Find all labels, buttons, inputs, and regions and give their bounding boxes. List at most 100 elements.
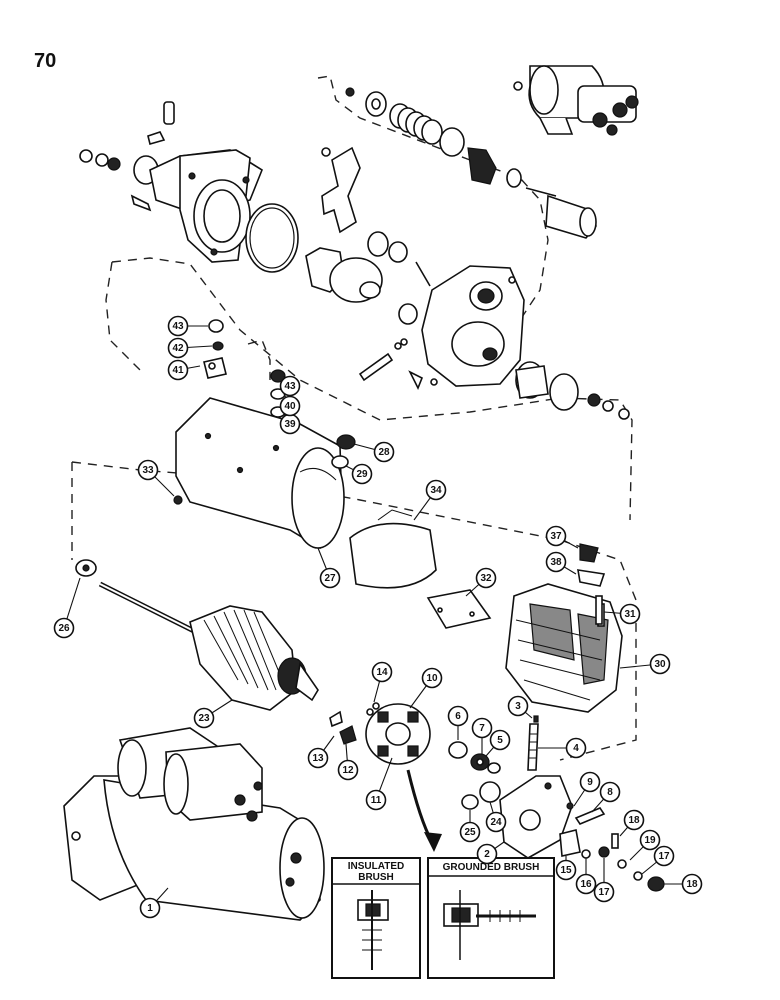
callout-circle xyxy=(489,729,511,751)
callout-circle xyxy=(476,843,498,865)
callout-number: 18 xyxy=(686,879,698,890)
page-number: 70 xyxy=(34,50,57,72)
callout-circle xyxy=(593,881,615,903)
callout-3: 3 xyxy=(507,695,529,717)
brush-holder-plate xyxy=(365,703,431,765)
seal xyxy=(487,762,501,774)
bearing-set xyxy=(515,361,630,420)
o-ring xyxy=(245,203,299,273)
bushing xyxy=(479,781,501,803)
callout-number: 43 xyxy=(284,381,296,392)
callout-number: 38 xyxy=(550,557,562,568)
callout-number: 27 xyxy=(324,573,336,584)
callout-29: 29 xyxy=(351,463,373,485)
callout-number: 7 xyxy=(479,723,485,734)
center-housing xyxy=(358,265,525,390)
callout-circle xyxy=(139,897,161,919)
callout-43: 43 xyxy=(279,375,301,397)
callout-number: 8 xyxy=(607,787,613,798)
arrow-head xyxy=(424,832,442,852)
commutator-end-plug xyxy=(448,741,468,759)
callout-number: 4 xyxy=(573,743,579,754)
callout-31: 31 xyxy=(619,603,641,625)
callout-number: 6 xyxy=(455,711,461,722)
callout-34: 34 xyxy=(425,479,447,501)
starter-motor-assembly xyxy=(63,727,325,921)
callout-14: 14 xyxy=(371,661,393,683)
callout-11: 11 xyxy=(365,789,387,811)
callout-circle xyxy=(555,859,577,881)
callout-18: 18 xyxy=(623,809,645,831)
brush-screw xyxy=(372,702,380,710)
callout-number: 43 xyxy=(172,321,184,332)
callout-circle xyxy=(471,717,493,739)
callout-circle xyxy=(575,873,597,895)
callout-circle xyxy=(599,781,621,803)
terminal-stud xyxy=(574,807,606,825)
callout-33: 33 xyxy=(137,459,159,481)
bracket-group-outline xyxy=(247,339,271,380)
callout-circle xyxy=(307,747,329,769)
commutator-end-frame xyxy=(499,775,573,859)
callout-27: 27 xyxy=(319,567,341,589)
callout-23: 23 xyxy=(193,707,215,729)
callout-number: 16 xyxy=(580,879,592,890)
hex-nut xyxy=(647,876,665,892)
solenoid-group-outline xyxy=(317,75,549,331)
callout-37: 37 xyxy=(545,525,567,547)
callout-12: 12 xyxy=(337,759,359,781)
callout-5: 5 xyxy=(489,729,511,751)
callout-8: 8 xyxy=(599,781,621,803)
callout-1: 1 xyxy=(139,897,161,919)
washer xyxy=(461,794,479,810)
insulator-sleeve xyxy=(349,509,437,589)
callout-number: 37 xyxy=(550,531,562,542)
callout-30: 30 xyxy=(649,653,671,675)
callout-circle xyxy=(371,661,393,683)
callout-circle xyxy=(279,375,301,397)
grounded-brush-title: GROUNDED BRUSH xyxy=(443,862,540,873)
callout-number: 24 xyxy=(490,817,502,828)
callout-25: 25 xyxy=(459,821,481,843)
callout-circle xyxy=(421,667,443,689)
callout-number: 40 xyxy=(284,401,296,412)
callout-circle xyxy=(337,759,359,781)
washer-flat xyxy=(617,859,627,869)
callout-circle xyxy=(447,705,469,727)
callout-16: 16 xyxy=(575,873,597,895)
callout-26: 26 xyxy=(53,617,75,639)
callout-4: 4 xyxy=(565,737,587,759)
callout-41: 41 xyxy=(167,359,189,381)
callout-17: 17 xyxy=(653,845,675,867)
washer-small-2 xyxy=(633,871,643,881)
drive-housing xyxy=(79,101,263,263)
callout-9: 9 xyxy=(579,771,601,793)
callout-number: 42 xyxy=(172,343,184,354)
callout-circle xyxy=(475,567,497,589)
callout-circle xyxy=(649,653,671,675)
brush-spring xyxy=(329,710,343,728)
callout-number: 1 xyxy=(147,903,153,914)
callout-circle xyxy=(459,821,481,843)
field-strap xyxy=(426,589,492,629)
callout-circle xyxy=(653,845,675,867)
callout-number: 39 xyxy=(284,419,296,430)
brush xyxy=(339,725,357,745)
callout-circle xyxy=(137,459,159,481)
callout-number: 11 xyxy=(371,795,382,806)
callout-circle xyxy=(639,829,661,851)
terminal-screw xyxy=(566,802,574,810)
callout-circle xyxy=(545,551,567,573)
callout-40: 40 xyxy=(279,395,301,417)
callout-circle xyxy=(565,737,587,759)
callout-38: 38 xyxy=(545,551,567,573)
callout-circle xyxy=(167,337,189,359)
field-frame xyxy=(175,397,345,550)
callout-number: 23 xyxy=(198,713,210,724)
callout-15: 15 xyxy=(555,859,577,881)
callout-circle xyxy=(373,441,395,463)
callout-number: 17 xyxy=(598,887,610,898)
terminal-stud-nut xyxy=(579,543,599,563)
insulator-bushing xyxy=(559,829,581,857)
callout-10: 10 xyxy=(421,667,443,689)
